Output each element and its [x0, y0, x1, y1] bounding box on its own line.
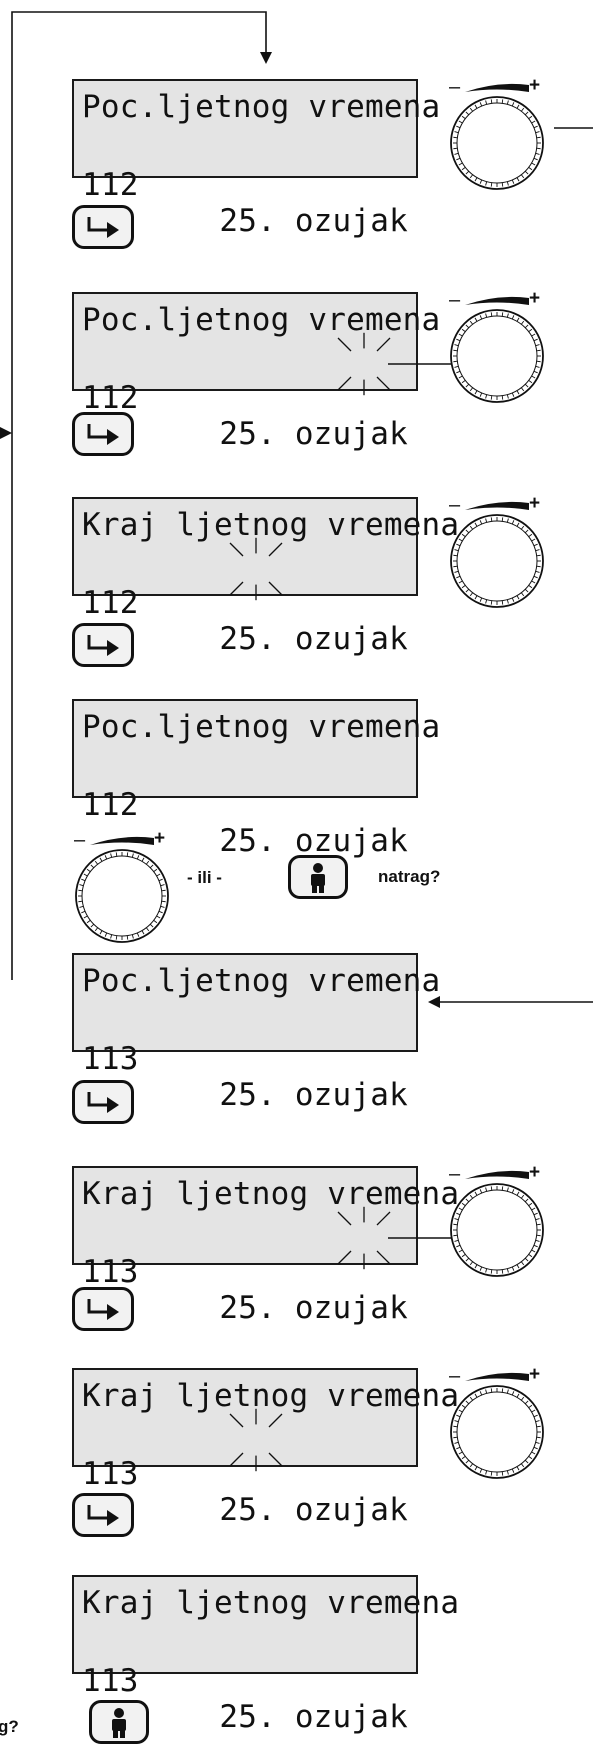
svg-text:–: –: [449, 292, 461, 311]
lcd-line-1: Kraj ljetnog vremena: [82, 1378, 460, 1414]
enter-arrow-icon[interactable]: [72, 1287, 134, 1331]
enter-arrow-icon[interactable]: [72, 412, 134, 456]
rotary-knob-icon[interactable]: –+: [445, 292, 549, 406]
knob-graphic: –+: [449, 497, 544, 608]
lcd-screen-3: Kraj ljetnog vremena 112 25. ozujak: [72, 497, 460, 657]
lcd-screen-6: Kraj ljetnog vremena 113 25. ozujak: [72, 1166, 460, 1326]
enter-arrow-glyph: [87, 217, 119, 238]
person-glyph: [112, 1708, 126, 1738]
lcd-date: 25. ozujak: [219, 1077, 408, 1113]
svg-text:–: –: [449, 1166, 461, 1185]
svg-text:+: +: [529, 292, 540, 309]
blink-marks: [337, 332, 452, 396]
svg-text:–: –: [449, 79, 461, 98]
lcd-screen-7: Kraj ljetnog vremena 113 25. ozujak: [72, 1368, 460, 1528]
blink-marks: [229, 537, 283, 601]
lcd-screen-2: Poc.ljetnog vremena 112 25. ozujak: [72, 292, 452, 452]
lcd-date: 25. ozujak: [219, 1699, 408, 1735]
enter-arrow-glyph: [87, 1505, 119, 1526]
svg-text:–: –: [74, 832, 86, 851]
lcd-date: 25. ozujak: [219, 823, 408, 859]
lcd-date: 25. ozujak: [219, 1290, 408, 1326]
lcd-code: 112: [82, 585, 139, 621]
svg-text:+: +: [529, 1368, 540, 1385]
knob-graphic: –+: [449, 79, 544, 190]
lcd-line-1: Kraj ljetnog vremena: [82, 507, 460, 543]
lcd-date: 25. ozujak: [219, 621, 408, 657]
enter-arrow-glyph: [87, 1299, 119, 1320]
lcd-line-1: Kraj ljetnog vremena: [82, 1585, 460, 1621]
lcd-date: 25. ozujak: [219, 203, 408, 239]
lcd-code: 113: [82, 1254, 139, 1290]
enter-arrow-icon[interactable]: [72, 623, 134, 667]
lcd-code: 113: [82, 1663, 139, 1699]
lcd-code: 112: [82, 167, 139, 203]
lcd-line-1: Kraj ljetnog vremena: [82, 1176, 460, 1212]
svg-text:+: +: [529, 79, 540, 96]
lcd-line-1: Poc.ljetnog vremena: [82, 89, 441, 125]
lcd-code: 113: [82, 1041, 139, 1077]
svg-text:+: +: [154, 832, 165, 849]
or-label: - ili -: [187, 868, 222, 887]
enter-arrow-icon[interactable]: [72, 205, 134, 249]
lcd-code: 112: [82, 787, 139, 823]
knob-graphic: –+: [449, 292, 544, 403]
lcd-line-1: Poc.ljetnog vremena: [82, 963, 441, 999]
knob-graphic: –+: [449, 1166, 544, 1277]
svg-text:+: +: [529, 1166, 540, 1183]
back-prompt-label: natrag?: [378, 867, 441, 886]
person-icon[interactable]: [89, 1700, 149, 1744]
enter-arrow-glyph: [87, 635, 119, 656]
rotary-knob-icon[interactable]: –+: [445, 79, 549, 193]
svg-text:–: –: [449, 1368, 461, 1387]
blink-marks: [229, 1408, 283, 1472]
loop-line: [11, 11, 272, 980]
lcd-date: 25. ozujak: [219, 1492, 408, 1528]
svg-text:–: –: [449, 497, 461, 516]
blink-marks: [337, 1206, 452, 1270]
person-icon[interactable]: [288, 855, 348, 899]
enter-arrow-glyph: [87, 1092, 119, 1113]
svg-text:+: +: [529, 497, 540, 514]
lcd-screen-5: Poc.ljetnog vremena 113 25. ozujak: [72, 953, 441, 1113]
person-glyph: [311, 863, 325, 893]
lcd-code: 113: [82, 1456, 139, 1492]
lcd-date: 25. ozujak: [219, 416, 408, 452]
enter-arrow-glyph: [87, 424, 119, 445]
rotary-knob-icon[interactable]: –+: [445, 1166, 549, 1280]
rotary-knob-icon[interactable]: –+: [445, 497, 549, 611]
lcd-screen-8: Kraj ljetnog vremena 113 25. ozujak: [72, 1575, 460, 1735]
lcd-code: 112: [82, 380, 139, 416]
knob-graphic: –+: [449, 1368, 544, 1479]
enter-arrow-icon[interactable]: [72, 1080, 134, 1124]
rotary-knob-icon[interactable]: –+: [70, 832, 174, 946]
lcd-line-1: Poc.ljetnog vremena: [82, 709, 441, 745]
back-prompt-cut-label: g?: [0, 1717, 19, 1736]
knob-graphic: –+: [74, 832, 169, 943]
lcd-screen-1: Poc.ljetnog vremena 112 25. ozujak: [72, 79, 441, 239]
enter-arrow-icon[interactable]: [72, 1493, 134, 1537]
lcd-screen-4: Poc.ljetnog vremena 112 25. ozujak: [72, 699, 441, 859]
rotary-knob-icon[interactable]: –+: [445, 1368, 549, 1482]
